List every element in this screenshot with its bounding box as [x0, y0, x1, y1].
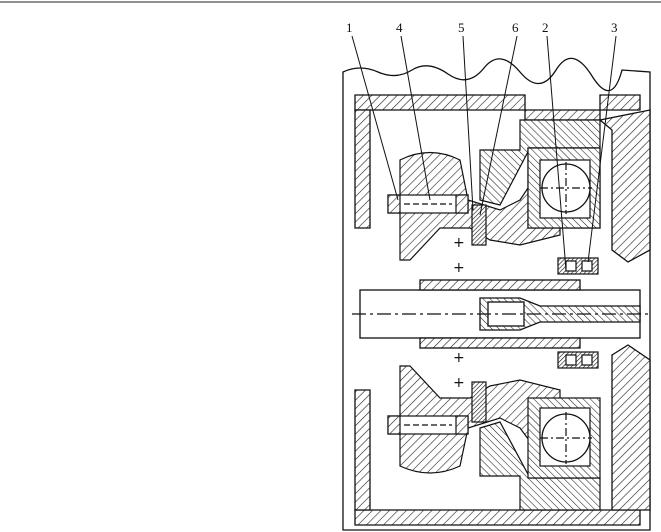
- callout-5: 5: [458, 20, 465, 35]
- callout-4: 4: [396, 20, 403, 35]
- central-shaft: [352, 279, 650, 349]
- leader-lines: [351, 35, 617, 271]
- callout-labels: 1 4 5 6 2 3: [346, 20, 618, 35]
- svg-text:+: +: [453, 350, 465, 366]
- upper-ball-bearing: [527, 147, 601, 229]
- lower-hub-assembly: + +: [387, 350, 601, 511]
- svg-text:+: +: [453, 375, 465, 391]
- callout-3: 3: [611, 20, 618, 35]
- callout-6: 6: [512, 20, 519, 35]
- callout-1: 1: [346, 20, 353, 35]
- lower-ball-bearing: [527, 397, 601, 479]
- lower-needle-bearing: [387, 415, 469, 435]
- callout-2: 2: [542, 20, 549, 35]
- svg-text:+: +: [453, 260, 465, 276]
- svg-text:+: +: [453, 235, 465, 251]
- upper-needle-bearing: [387, 194, 469, 214]
- upper-hub-assembly: + +: [387, 119, 601, 276]
